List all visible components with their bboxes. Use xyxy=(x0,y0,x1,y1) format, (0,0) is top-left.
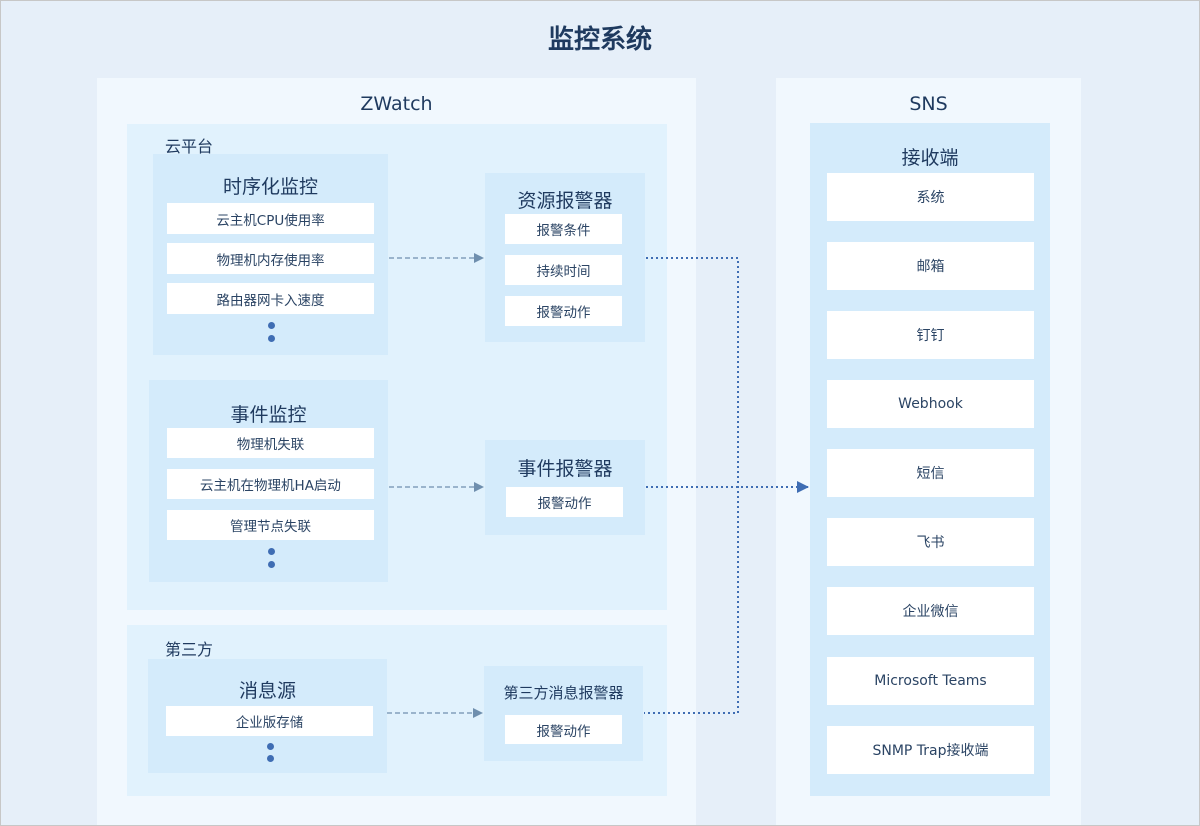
third-party-alarm-title: 第三方消息报警器 xyxy=(503,684,624,702)
event-vm-ha-start: 云主机在物理机HA启动 xyxy=(167,469,374,499)
receiver-feishu: 飞书 xyxy=(827,518,1034,566)
alarm-duration: 持续时间 xyxy=(505,255,622,285)
timeseries-monitor-title: 时序化监控 xyxy=(222,176,318,198)
ellipsis-dot xyxy=(268,322,275,329)
receiver-sms: 短信 xyxy=(827,449,1034,497)
receiver-wecom: 企业微信 xyxy=(827,587,1034,635)
metric-router-nic-in: 路由器网卡入速度 xyxy=(167,283,374,314)
cloud-platform-label: 云平台 xyxy=(165,137,214,156)
diagram-title: 监控系统 xyxy=(547,25,652,55)
event-alarm-title: 事件报警器 xyxy=(517,458,613,480)
event-alarm-box: 事件报警器 报警动作 xyxy=(485,440,645,535)
resource-alarm-box: 资源报警器 报警条件 持续时间 报警动作 xyxy=(485,173,645,342)
message-source-box: 消息源 企业版存储 xyxy=(148,659,387,773)
zwatch-title: ZWatch xyxy=(360,93,433,115)
receiver-email: 邮箱 xyxy=(827,242,1034,290)
receivers-box: 接收端 系统 邮箱 钉钉 Webhook 短信 飞书 企业微信 Microsof… xyxy=(810,123,1050,796)
alarm-action: 报警动作 xyxy=(505,296,622,326)
third-party-alarm-action: 报警动作 xyxy=(505,715,622,744)
event-monitor-box: 事件监控 物理机失联 云主机在物理机HA启动 管理节点失联 xyxy=(149,380,388,582)
event-management-node-disconnected: 管理节点失联 xyxy=(167,510,374,540)
receiver-dingtalk: 钉钉 xyxy=(827,311,1034,359)
third-party-label: 第三方 xyxy=(165,640,214,659)
timeseries-monitor-box: 时序化监控 云主机CPU使用率 物理机内存使用率 路由器网卡入速度 xyxy=(153,154,388,355)
sns-title: SNS xyxy=(909,93,948,115)
ellipsis-dot xyxy=(267,743,274,750)
source-enterprise-storage: 企业版存储 xyxy=(166,706,373,736)
event-host-disconnected: 物理机失联 xyxy=(167,428,374,458)
metric-host-memory: 物理机内存使用率 xyxy=(167,243,374,274)
ellipsis-dot xyxy=(268,561,275,568)
receivers-title: 接收端 xyxy=(901,147,959,169)
resource-alarm-title: 资源报警器 xyxy=(517,190,613,212)
third-party-alarm-box: 第三方消息报警器 报警动作 xyxy=(484,666,643,761)
connector-alarm-bus xyxy=(644,257,739,714)
event-monitor-title: 事件监控 xyxy=(230,404,307,426)
alarm-condition: 报警条件 xyxy=(505,214,622,244)
metric-vm-cpu: 云主机CPU使用率 xyxy=(167,203,374,234)
receiver-system: 系统 xyxy=(827,173,1034,221)
event-alarm-action: 报警动作 xyxy=(506,487,623,517)
ellipsis-dot xyxy=(267,755,274,762)
message-source-title: 消息源 xyxy=(238,680,296,702)
ellipsis-dot xyxy=(268,335,275,342)
receiver-microsoft-teams: Microsoft Teams xyxy=(827,657,1034,705)
receiver-webhook: Webhook xyxy=(827,380,1034,428)
ellipsis-dot xyxy=(268,548,275,555)
receiver-snmp-trap: SNMP Trap接收端 xyxy=(827,726,1034,774)
